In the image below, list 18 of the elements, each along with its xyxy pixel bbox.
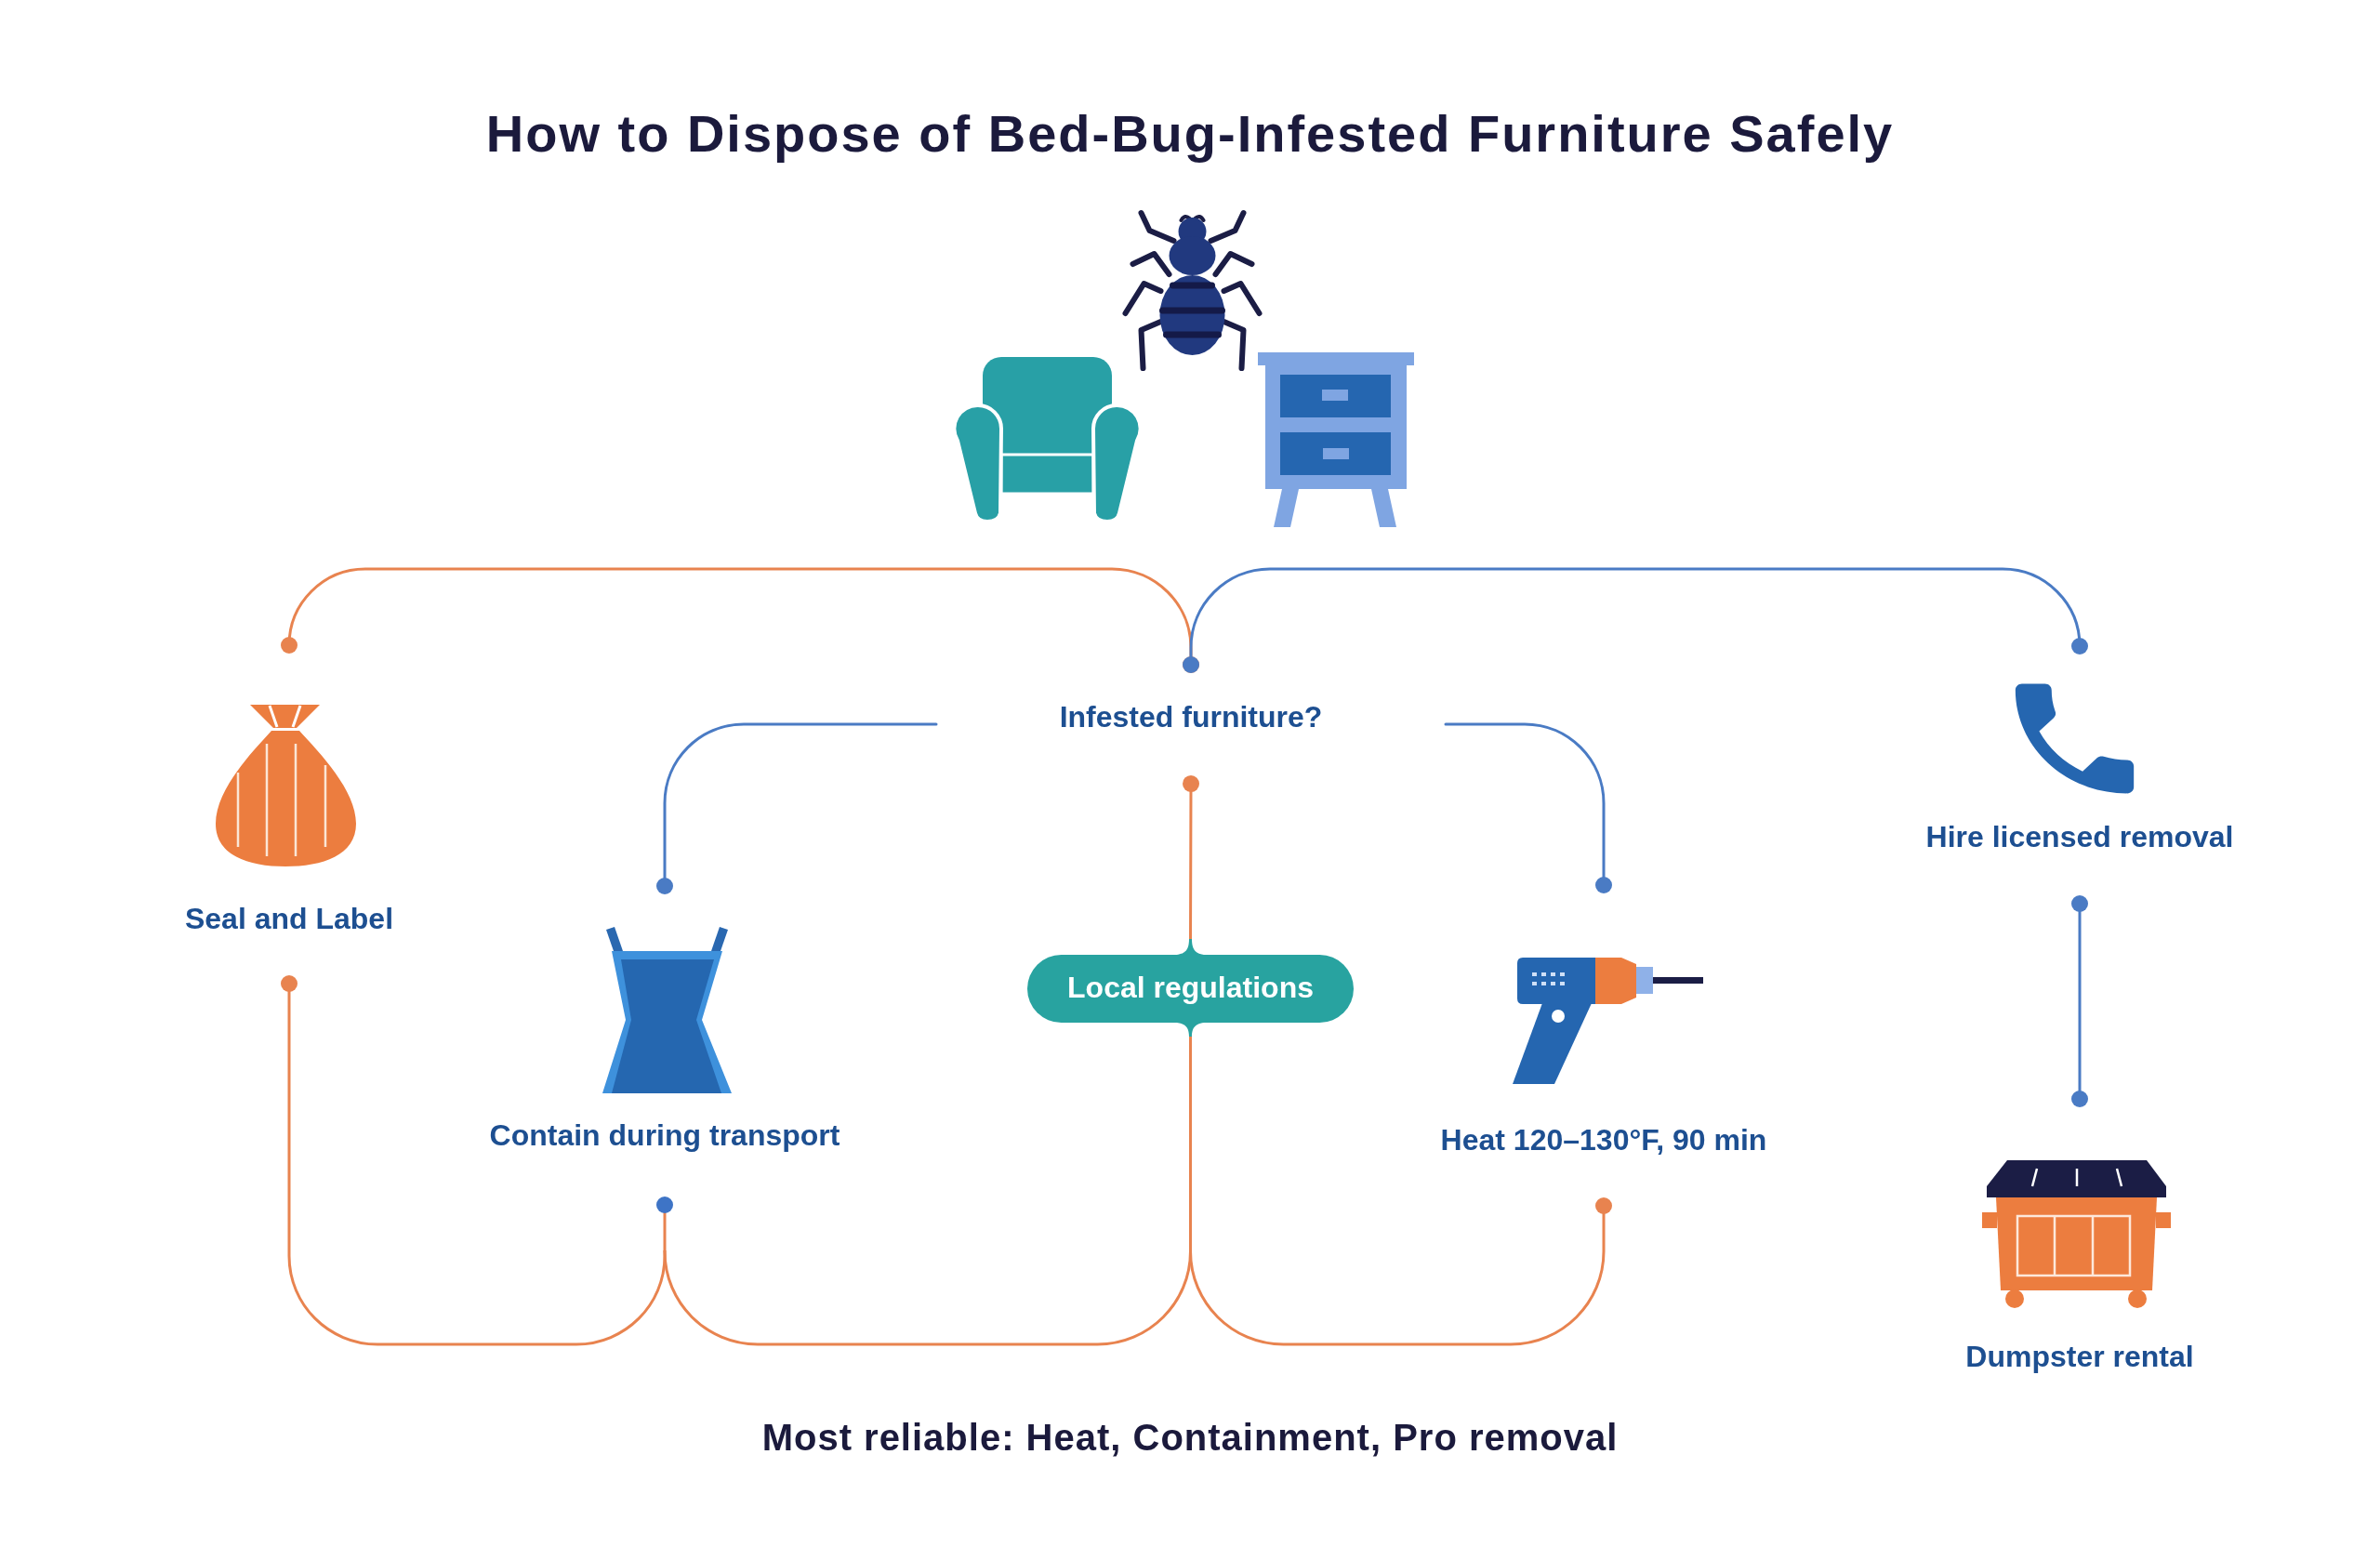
step-label: Contain during transport	[489, 1118, 840, 1153]
step-label: Seal and Label	[184, 902, 394, 936]
connector-line	[1183, 775, 1199, 941]
connector-line	[1189, 1037, 1192, 1251]
step-label: Hire licensed removal	[1925, 820, 2234, 854]
connector-line	[1183, 567, 2088, 673]
connector-line	[2071, 895, 2088, 1107]
caption: Most reliable: Heat, Containment, Pro removal	[761, 1416, 1619, 1460]
connector-line	[656, 722, 938, 894]
connector-line	[1189, 1197, 1612, 1346]
connector-line	[663, 1250, 1192, 1346]
step-label: Heat 120–130°F, 90 min	[1440, 1123, 1767, 1157]
connector-line	[656, 1197, 673, 1251]
title: How to Dispose of Bed-Bug-Infested Furniture Safely	[485, 103, 1895, 165]
question-label: Infested furniture?	[1059, 700, 1323, 734]
step-label: Dumpster rental	[1965, 1340, 2194, 1374]
connector-line	[1444, 722, 1612, 893]
connector-line	[281, 975, 667, 1346]
